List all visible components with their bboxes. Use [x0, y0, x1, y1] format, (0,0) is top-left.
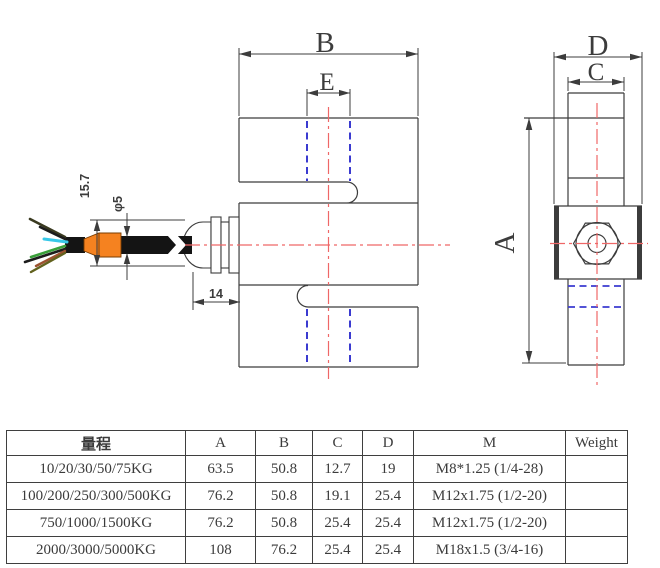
cell-m: M12x1.75 (1/2-20) [413, 482, 566, 510]
side-arrowheads [525, 53, 642, 363]
table-row: 750/1000/1500KG 76.2 50.8 25.4 25.4 M12x… [6, 509, 628, 537]
col-header-b: B [255, 430, 313, 456]
col-header-m: M [413, 430, 566, 456]
table-row: 100/200/250/300/500KG 76.2 50.8 19.1 25.… [6, 482, 628, 510]
cable-stub [65, 237, 85, 253]
wire-black-icon [38, 225, 67, 241]
cable-assembly [23, 217, 192, 274]
cell-d: 25.4 [362, 536, 414, 564]
cell-range: 10/20/30/50/75KG [6, 455, 186, 483]
col-header-d: D [362, 430, 414, 456]
cell-d: 25.4 [362, 509, 414, 537]
cell-range: 100/200/250/300/500KG [6, 482, 186, 510]
wire-olive-icon [28, 217, 67, 239]
front-hidden-thread-lines [306, 121, 351, 366]
side-hidden-lines [568, 285, 624, 308]
cell-b: 76.2 [255, 536, 313, 564]
wire-brown-icon [34, 249, 67, 268]
side-block-outline [554, 205, 642, 280]
table-row: 10/20/30/50/75KG 63.5 50.8 12.7 19 M8*1.… [6, 455, 628, 483]
col-header-range: 量程 [6, 430, 186, 456]
cell-weight [565, 509, 628, 537]
cell-c: 19.1 [312, 482, 363, 510]
dim-label-B: B [315, 27, 334, 59]
dim-label-A: A [489, 232, 521, 253]
spec-table-header-row: 量程 A B C D M Weight [6, 430, 628, 456]
cell-range: 2000/3000/5000KG [6, 536, 186, 564]
wire-olive-icon [29, 251, 67, 274]
cell-a: 63.5 [185, 455, 256, 483]
side-centerlines [550, 103, 648, 387]
dim-label-C: C [588, 59, 605, 86]
cable-break-mark [167, 235, 186, 255]
cell-weight [565, 536, 628, 564]
table-row: 2000/3000/5000KG 108 76.2 25.4 25.4 M18x… [6, 536, 628, 564]
cell-weight [565, 455, 628, 483]
wires [23, 217, 69, 274]
side-view [524, 92, 642, 366]
col-header-c: C [312, 430, 363, 456]
front-arrowheads [93, 50, 418, 306]
cell-d: 25.4 [362, 482, 414, 510]
cell-a: 76.2 [185, 482, 256, 510]
side-column-outline [524, 92, 625, 366]
dim-label-phi5: φ5 [111, 196, 125, 212]
cell-c: 25.4 [312, 536, 363, 564]
spec-table: 量程 A B C D M Weight 10/20/30/50/75KG 63.… [6, 430, 628, 564]
dim-label-14: 14 [209, 287, 223, 301]
wire-black-icon [23, 247, 67, 264]
dim-label-E: E [319, 69, 334, 96]
cell-d: 19 [362, 455, 414, 483]
cell-m: M8*1.25 (1/4-28) [413, 455, 566, 483]
cell-c: 25.4 [312, 509, 363, 537]
cell-m: M12x1.75 (1/2-20) [413, 509, 566, 537]
technical-drawing: B E 15.7 φ5 14 [23, 27, 648, 387]
cell-a: 108 [185, 536, 256, 564]
cell-m: M18x1.5 (3/4-16) [413, 536, 566, 564]
cell-b: 50.8 [255, 509, 313, 537]
cell-b: 50.8 [255, 482, 313, 510]
cell-a: 76.2 [185, 509, 256, 537]
cell-range: 750/1000/1500KG [6, 509, 186, 537]
col-header-weight: Weight [565, 430, 628, 456]
wire-cyan-icon [42, 237, 69, 244]
wire-green-icon [29, 244, 67, 259]
cell-c: 12.7 [312, 455, 363, 483]
dim-label-15-7: 15.7 [78, 174, 92, 198]
cell-weight [565, 482, 628, 510]
front-centerlines [185, 107, 450, 379]
hex-nut-icon [572, 222, 622, 265]
cell-b: 50.8 [255, 455, 313, 483]
dim-label-D: D [588, 30, 609, 62]
col-header-a: A [185, 430, 256, 456]
front-dimensions [90, 48, 419, 310]
sleeve-orange [83, 232, 122, 258]
